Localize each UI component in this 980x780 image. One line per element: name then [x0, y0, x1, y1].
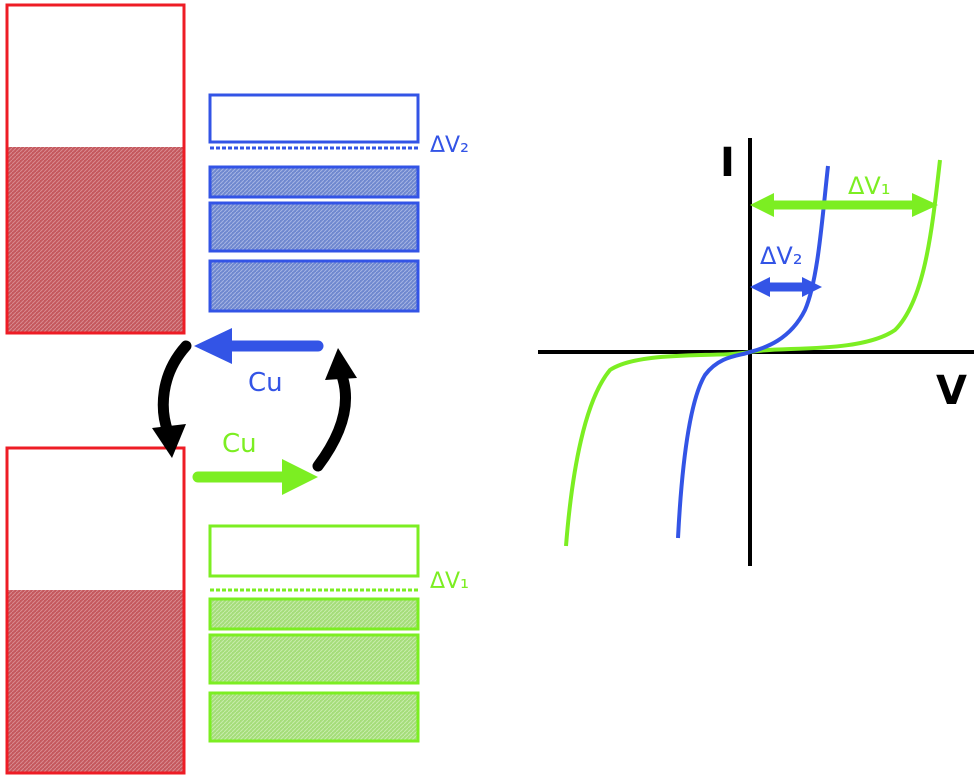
left-cycle-arrow [152, 340, 192, 458]
top-cu-label: Cu [248, 368, 283, 398]
green-filled-band-3 [208, 691, 420, 743]
x-axis-label: V [936, 368, 967, 414]
green-filled-band-2 [208, 633, 420, 685]
green-delta-arrow [750, 193, 938, 217]
electrode-top-fill [7, 147, 184, 333]
electrode-top-outline [5, 3, 186, 335]
bottom-cu-label: Cu [222, 429, 257, 459]
blue-delta-arrow [750, 277, 822, 297]
blue-filled-band-3 [208, 259, 420, 313]
electrode-top [5, 3, 186, 335]
y-axis-label: I [720, 140, 735, 186]
blue-cu-arrow [194, 328, 324, 364]
green-cu-arrow [192, 459, 318, 495]
blue-iv-curve [676, 165, 830, 539]
electrode-bottom-fill [7, 590, 184, 773]
blue-empty-band [208, 93, 420, 144]
blue-band-stack: ΔV₂ [208, 93, 469, 313]
right-cycle-arrow [312, 348, 357, 472]
green-arrow-label: ΔV₁ [848, 172, 890, 200]
blue-filled-band-2 [208, 201, 420, 253]
iv-plot: I V ΔV₁ ΔV₂ [538, 138, 974, 566]
green-band-stack: ΔV₁ [208, 524, 469, 743]
blue-arrow-label: ΔV₂ [760, 242, 802, 270]
green-empty-band [208, 524, 420, 578]
electrode-bottom-outline [5, 446, 186, 775]
blue-gap-label: ΔV₂ [430, 133, 469, 158]
green-gap-label: ΔV₁ [430, 569, 469, 594]
cycle: Cu Cu [152, 328, 357, 495]
blue-filled-band-1 [208, 165, 420, 199]
green-filled-band-1 [208, 597, 420, 631]
electrode-bottom [5, 446, 186, 775]
